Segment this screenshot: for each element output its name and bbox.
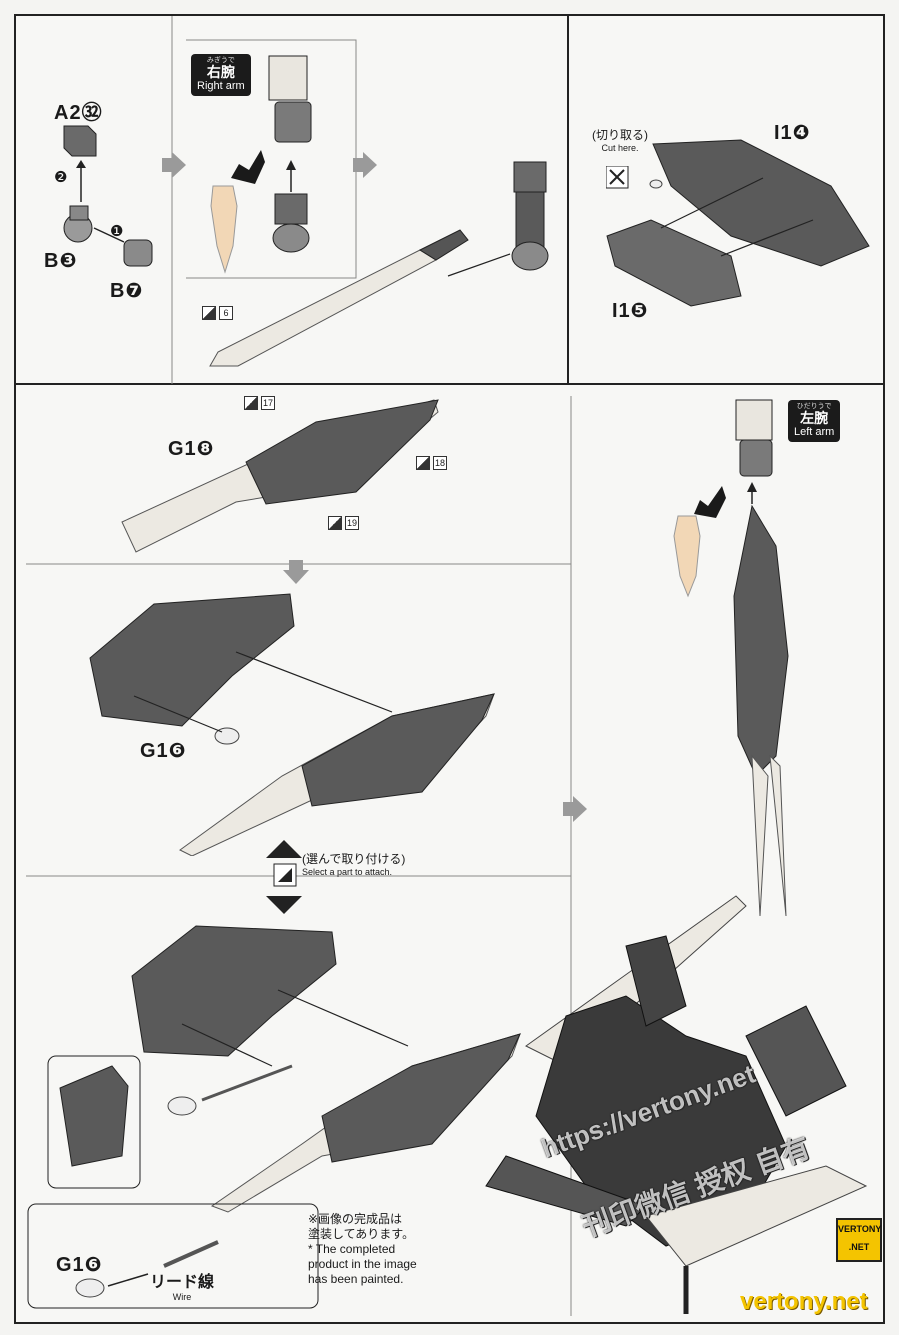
marking-17: 17 bbox=[244, 396, 275, 410]
vertony-logo: VERTONY .NET bbox=[836, 1218, 882, 1262]
part-label-b7: B❼ bbox=[110, 280, 144, 302]
painted-note-jp-1: ※画像の完成品は bbox=[308, 1212, 403, 1226]
select-part-jp: (選んで取り付ける) bbox=[302, 852, 406, 866]
instruction-page: A2㉜ B❸ B❼ ❷ ❶ みぎうで 右腕 Right arm bbox=[14, 14, 885, 1324]
blade-shield-assembly-drawing bbox=[89, 593, 495, 856]
part-label-i15: I1❺ bbox=[612, 300, 649, 322]
g18-blade-drawing bbox=[121, 399, 439, 553]
cut-here-note: (切り取る) Cut here. bbox=[592, 128, 648, 153]
left-arm-badge: ひだりうで 左腕 Left arm bbox=[788, 400, 841, 443]
flow-arrow-1 bbox=[162, 152, 186, 178]
painted-note-en-3: has been painted. bbox=[308, 1272, 404, 1286]
left-arm-shield-drawing bbox=[673, 399, 789, 917]
select-part-note: (選んで取り付ける) Select a part to attach. bbox=[302, 852, 405, 877]
scissors-icon bbox=[606, 166, 663, 189]
wire-label-en: Wire bbox=[172, 1292, 192, 1302]
shield-parts-drawing bbox=[606, 139, 870, 307]
painted-note: ※画像の完成品は 塗装してあります。 * The completed produ… bbox=[308, 1212, 417, 1287]
right-arm-badge: みぎうで 右腕 Right arm bbox=[191, 54, 251, 97]
logo-top-text: VERTONY bbox=[838, 1224, 882, 1234]
small-joint-parts-drawing bbox=[63, 125, 153, 267]
completed-product-illustration bbox=[485, 895, 868, 1314]
cut-here-jp: (切り取る) bbox=[592, 128, 648, 142]
sticker-icon bbox=[244, 396, 258, 410]
wire-part-drawing bbox=[75, 1240, 219, 1298]
part-label-g16-top: G1❻ bbox=[140, 740, 187, 762]
right-arm-kana: みぎうで bbox=[206, 57, 235, 64]
marking-number-6: 6 bbox=[219, 306, 233, 320]
wire-label: リード線 Wire bbox=[150, 1268, 214, 1302]
part-label-b3: B❸ bbox=[44, 250, 78, 272]
wire-label-jp: リード線 bbox=[150, 1274, 215, 1291]
sticker-icon bbox=[328, 516, 342, 530]
flow-arrow-2 bbox=[353, 152, 377, 178]
watermark-site: vertony.net bbox=[740, 1288, 868, 1315]
cut-here-en: Cut here. bbox=[601, 143, 639, 153]
marking-19: 19 bbox=[328, 516, 359, 530]
marking-18: 18 bbox=[416, 456, 447, 470]
sword-attach-drawing bbox=[209, 161, 549, 367]
marking-number-17: 17 bbox=[261, 396, 275, 410]
flow-arrow-down bbox=[283, 560, 309, 584]
left-arm-kanji: 左腕 bbox=[800, 409, 829, 426]
flow-arrow-3 bbox=[563, 796, 587, 822]
sticker-icon bbox=[202, 306, 216, 320]
painted-note-jp-2: 塗装してあります。 bbox=[308, 1227, 415, 1241]
part-label-g18: G1❽ bbox=[168, 438, 215, 460]
left-arm-en: Left arm bbox=[794, 426, 835, 439]
left-arm-kana: ひだりうで bbox=[796, 403, 832, 410]
marking-6: 6 bbox=[202, 306, 233, 320]
part-label-g16-bottom: G1❻ bbox=[56, 1254, 103, 1276]
marking-number-19: 19 bbox=[345, 516, 359, 530]
select-part-arrows-icon bbox=[266, 840, 302, 914]
wire-assembly-drawing bbox=[47, 925, 521, 1213]
part-label-a2: A2㉜ bbox=[54, 102, 103, 124]
step-number-2: ❷ bbox=[54, 169, 68, 186]
painted-note-en-2: product in the image bbox=[308, 1257, 417, 1271]
sticker-icon bbox=[416, 456, 430, 470]
marking-number-18: 18 bbox=[433, 456, 447, 470]
right-arm-drawing bbox=[210, 55, 312, 274]
logo-bottom-text: .NET bbox=[848, 1242, 870, 1252]
right-arm-en: Right arm bbox=[197, 80, 245, 93]
right-arm-kanji: 右腕 bbox=[206, 63, 235, 80]
part-label-i14: I1❹ bbox=[774, 122, 811, 144]
painted-note-en-1: * The completed bbox=[308, 1242, 396, 1256]
step-number-1: ❶ bbox=[110, 223, 124, 240]
wire-detail-box bbox=[27, 1203, 319, 1309]
select-part-en: Select a part to attach. bbox=[302, 867, 393, 877]
